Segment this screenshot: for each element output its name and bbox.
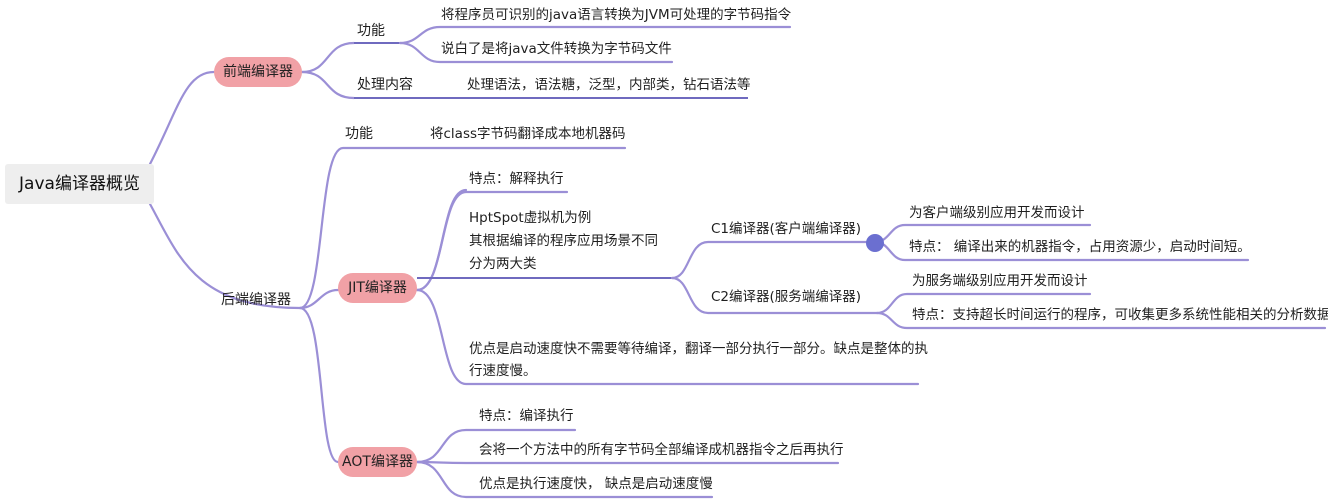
c2-compiler-label[interactable]: C2编译器(服务端编译器) — [711, 289, 862, 305]
edge-root-backend — [148, 202, 302, 310]
frontend-content-text: 处理语法，语法糖，泛型，内部类，钻石语法等 — [467, 77, 751, 93]
edge-c2-item-1 — [875, 292, 1092, 315]
edge-frontend-content — [300, 70, 356, 100]
backend-function-text: 将class字节码翻译成本地机器码 — [430, 126, 626, 142]
edge-aot-item-2 — [415, 460, 840, 465]
edge-aot-item-1 — [415, 428, 577, 464]
edge-backend-jit — [298, 288, 340, 310]
jit-pros-line-2: 行速度慢。 — [469, 363, 537, 379]
frontend-compiler-node[interactable]: 前端编译器 — [214, 57, 302, 87]
collapse-toggle-dot[interactable] — [866, 234, 884, 252]
c1-item-1: 为客户端级别应用开发而设计 — [909, 205, 1085, 221]
backend-compiler-node[interactable]: 后端编译器 — [221, 292, 291, 308]
frontend-function-item-2: 说白了是将java文件转换为字节码文件 — [441, 41, 672, 57]
edge-c2-item-2 — [875, 311, 1327, 330]
aot-item-2: 会将一个方法中的所有字节码全部编译成机器指令之后再执行 — [479, 442, 844, 458]
aot-item-3: 优点是执行速度快， 缺点是启动速度慢 — [479, 476, 713, 492]
edge-function-item-1 — [398, 25, 792, 45]
jit-hotspot-line-3: 分为两大类 — [469, 256, 537, 272]
edge-backend-function — [298, 146, 627, 310]
edge-root-frontend — [148, 70, 216, 166]
edge-jit-hotspot — [415, 188, 468, 292]
edge-function-item-2 — [398, 41, 674, 64]
frontend-content-label: 处理内容 — [357, 77, 413, 93]
c1-compiler-label[interactable]: C1编译器(客户端编译器) — [711, 221, 862, 237]
backend-function-label: 功能 — [345, 126, 373, 142]
jit-hotspot-line-1: HptSpot虚拟机为例 — [469, 210, 592, 226]
aot-compiler-node[interactable]: AOT编译器 — [338, 447, 417, 477]
root-node[interactable]: Java编译器概览 — [5, 164, 154, 204]
edge-jit-pros — [415, 288, 920, 386]
frontend-function-label: 功能 — [357, 23, 385, 39]
jit-feature: 特点：解释执行 — [469, 171, 564, 187]
c2-item-2: 特点：支持超长时间运行的程序，可收集更多系统性能相关的分析数据 — [912, 307, 1328, 323]
jit-pros-line-1: 优点是启动速度快不需要等待编译，翻译一部分执行一部分。缺点是整体的执 — [469, 341, 928, 357]
jit-hotspot-line-2: 其根据编译的程序应用场景不同 — [469, 233, 658, 249]
edge-frontend-function — [300, 41, 356, 74]
edge-backend-aot — [298, 306, 340, 464]
c1-item-2: 特点： 编译出来的机器指令，占用资源少，启动时间短。 — [909, 239, 1251, 255]
jit-compiler-node[interactable]: JIT编译器 — [338, 273, 417, 303]
edge-aot-item-3 — [415, 460, 714, 499]
edge-hotspot-c1 — [670, 240, 877, 280]
c2-item-1: 为服务端级别应用开发而设计 — [912, 273, 1088, 289]
edge-hotspot-c2 — [670, 276, 879, 315]
frontend-function-item-1: 将程序员可识别的java语言转换为JVM可处理的字节码指令 — [441, 7, 792, 23]
aot-item-1: 特点：编译执行 — [479, 408, 574, 424]
